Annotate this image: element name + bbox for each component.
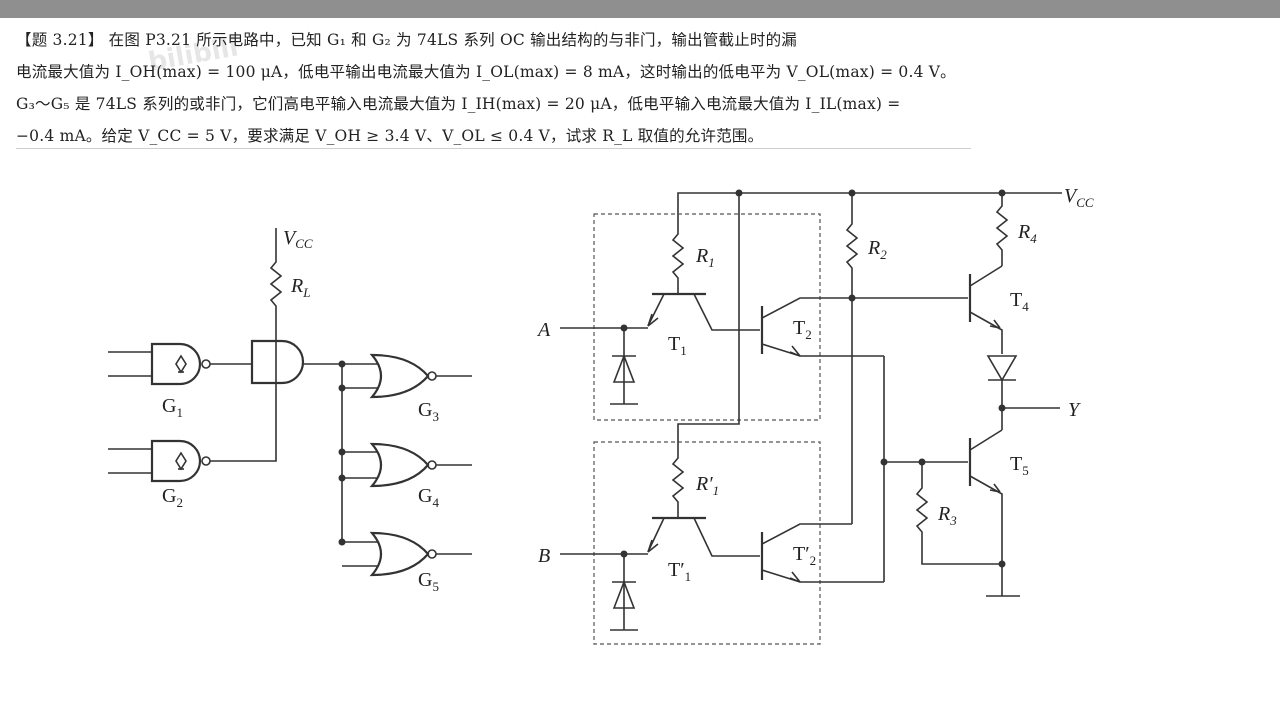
problem-line-2: 电流最大值为 I_OH(max) = 100 μA，低电平输出电流最大值为 I_…	[16, 63, 956, 81]
input-block-b-box	[593, 441, 821, 645]
resistor-r4	[995, 193, 1009, 266]
label-r4: R4	[1017, 221, 1037, 246]
label-t5: T5	[1010, 453, 1029, 478]
transistor-t1-prime	[647, 516, 760, 557]
label-t2: T2	[793, 317, 812, 342]
transistor-t2-prime	[760, 523, 884, 583]
label-r2: R2	[867, 237, 887, 262]
left-circuit: VCC RL G1 G2	[108, 227, 472, 594]
label-g4: G4	[418, 485, 439, 510]
resistor-r3	[915, 462, 1002, 565]
label-vcc-left: VCC	[283, 227, 313, 251]
vcc-rail	[677, 192, 1062, 230]
label-input-a: A	[536, 319, 551, 341]
label-r1-prime: R′1	[695, 473, 719, 498]
top-bar	[0, 0, 1280, 18]
wire-to-t5-base	[883, 356, 968, 582]
label-rl: RL	[290, 275, 310, 300]
right-circuit: VCC R1 T1 A T2 R′1	[536, 185, 1094, 645]
label-r3: R3	[937, 503, 957, 528]
clamp-diode-b	[610, 579, 638, 631]
transistor-t4	[968, 265, 1003, 354]
transistor-t5	[968, 429, 1003, 596]
transistor-t2	[760, 297, 884, 357]
problem-statement: bilibili 【题 3.21】 在图 P3.21 所示电路中，已知 G₁ 和…	[16, 28, 971, 149]
label-t1: T1	[668, 333, 687, 358]
wired-and-symbol	[250, 339, 305, 385]
label-g5: G5	[418, 569, 439, 594]
input-block-a-box	[593, 213, 821, 421]
load-resistor-rl	[269, 228, 283, 340]
problem-line-4: −0.4 mA。给定 V_CC = 5 V，要求满足 V_OH ≥ 3.4 V、…	[16, 127, 764, 145]
label-output-y: Y	[1068, 399, 1081, 421]
nand-gate-g2	[108, 439, 211, 483]
nor-gate-g3	[369, 353, 472, 399]
resistor-r1	[671, 230, 685, 294]
nand-gate-g1	[108, 342, 211, 386]
input-b-wire	[560, 553, 648, 630]
label-r1: R1	[695, 245, 715, 270]
nor-gate-g4	[369, 442, 472, 488]
input-a-wire	[560, 327, 648, 404]
problem-line-3: G₃～G₅ 是 74LS 系列的或非门，它们高电平输入电流最大值为 I_IH(m…	[16, 95, 901, 113]
transistor-t1	[647, 292, 760, 331]
level-shift-diode	[986, 355, 1018, 430]
label-g1: G1	[162, 395, 183, 420]
wire-g2-to-and	[210, 383, 277, 462]
nor-gate-g5	[369, 531, 472, 577]
label-input-b: B	[538, 545, 550, 567]
clamp-diode-a	[610, 353, 638, 405]
label-t4: T4	[1010, 289, 1029, 314]
label-g3: G3	[418, 399, 439, 424]
label-g2: G2	[162, 485, 183, 510]
problem-line-1: 【题 3.21】 在图 P3.21 所示电路中，已知 G₁ 和 G₂ 为 74L…	[16, 31, 797, 49]
label-vcc-right: VCC	[1064, 185, 1094, 210]
label-t1-prime: T′1	[668, 559, 691, 584]
resistor-r1-prime	[671, 193, 740, 518]
resistor-r2	[845, 193, 859, 524]
label-t2-prime: T′2	[793, 543, 816, 568]
